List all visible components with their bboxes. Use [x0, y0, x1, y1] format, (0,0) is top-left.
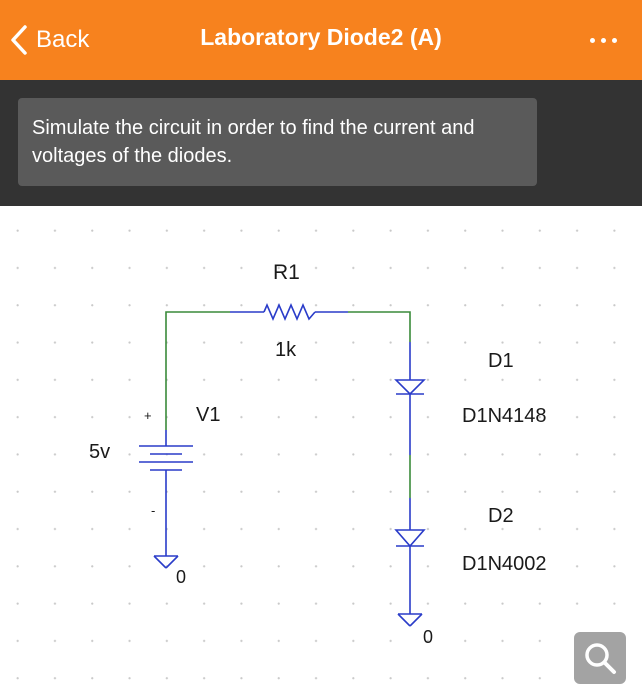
source-value-label: 5v [89, 441, 110, 463]
more-dot [600, 37, 606, 43]
search-button[interactable] [574, 632, 626, 684]
schematic-labels: R1 1k V1 5v + - 0 0 D1 D1N4148 D2 D1N400… [89, 261, 547, 647]
chevron-left-icon [11, 25, 27, 55]
more-dot [611, 37, 617, 43]
page-title: Laboratory Diode2 (A) [200, 24, 442, 50]
more-dot [589, 37, 595, 43]
ground-left-label: 0 [176, 567, 186, 587]
back-button[interactable]: Back [8, 22, 89, 58]
battery-v1 [139, 430, 193, 556]
question-card: Simulate the circuit in order to find th… [18, 98, 537, 186]
ground-right-label: 0 [423, 627, 433, 647]
wires [165, 311, 411, 498]
search-icon [585, 643, 616, 674]
nav-bar: Back Laboratory Diode2 (A) [0, 0, 642, 80]
question-text: Simulate the circuit in order to find th… [32, 117, 475, 167]
resistor-r1 [230, 302, 348, 322]
diode-d1-name-label: D1 [488, 350, 514, 372]
diode-d1 [394, 342, 426, 455]
circuit-canvas: R1 1k V1 5v + - 0 0 D1 D1N4148 D2 D1N400… [89, 261, 547, 647]
ground-left [153, 555, 179, 569]
more-button[interactable] [582, 24, 624, 56]
source-minus-label: - [151, 503, 155, 518]
resistor-name-label: R1 [273, 261, 300, 284]
diode-d2 [394, 498, 426, 614]
source-name-label: V1 [196, 404, 220, 426]
diode-d1-model-label: D1N4148 [462, 405, 547, 427]
diode-d2-name-label: D2 [488, 505, 514, 527]
wire-top-right [348, 311, 411, 342]
resistor-value-label: 1k [275, 339, 297, 361]
diode-d2-model-label: D1N4002 [462, 553, 547, 575]
wire-left [165, 311, 230, 430]
source-plus-label: + [144, 408, 152, 423]
back-label: Back [36, 26, 90, 53]
circuit-schematic[interactable]: R1 1k V1 5v + - 0 0 D1 D1N4148 D2 D1N400… [0, 206, 642, 700]
ground-right [397, 613, 423, 627]
